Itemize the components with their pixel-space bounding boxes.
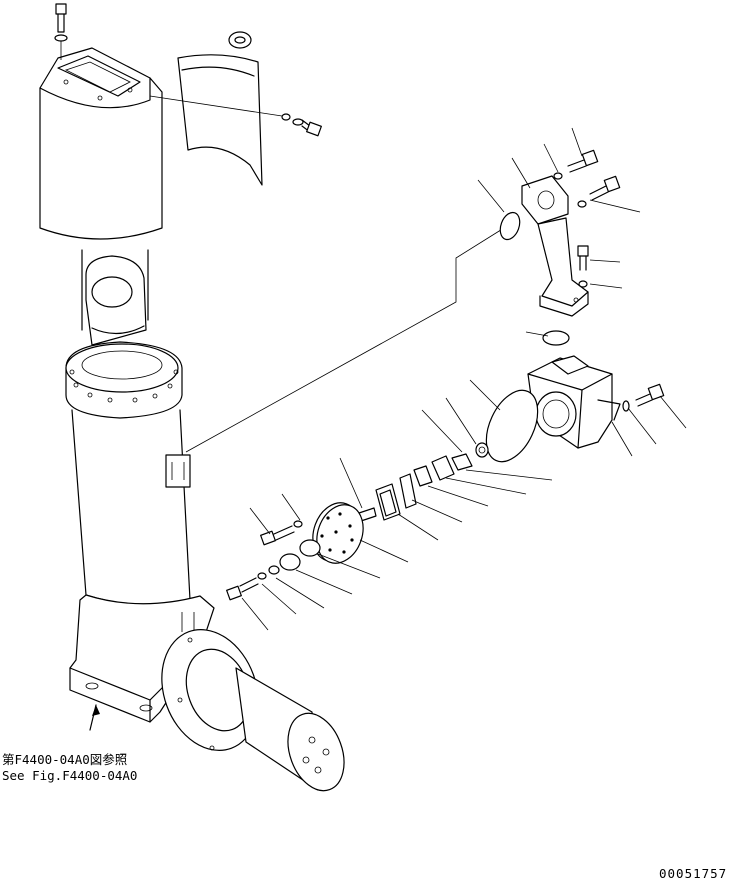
output-shaft [161,629,345,792]
half-shell-cover [177,31,263,186]
cover-side-bolt [149,95,322,137]
top-bolt [54,3,68,60]
reference-arrow [89,704,100,731]
reference-note-en: See Fig.F4400-04A0 [2,768,137,783]
valve-housing [527,355,621,449]
cylinder-head-flange [65,341,183,419]
leader-line-main [185,227,505,453]
rod-eye [81,249,149,346]
elbow-bolts [553,149,621,288]
drawing-number: 00051757 [659,866,727,881]
housing-bolt [622,383,665,412]
reference-note-jp: 第F4400-04A0図参照 [2,752,127,767]
perforated-disk [312,502,364,564]
left-bolts [226,520,321,601]
top-cover [39,47,163,240]
small-parts-stack [375,442,489,521]
o-ring [485,389,539,463]
pipe-elbow [499,175,589,346]
lower-body [69,594,215,723]
callout-leaders [241,127,687,631]
cylinder-barrel [71,409,199,606]
